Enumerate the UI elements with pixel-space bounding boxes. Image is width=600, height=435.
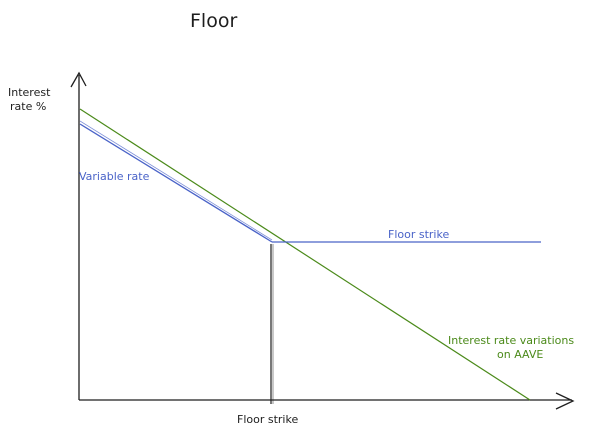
floor-strike-marker [270, 244, 274, 404]
aave-label-line1: Interest rate variations [448, 334, 574, 347]
variable-rate-line [79, 120, 541, 243]
variable-rate-label: Variable rate [79, 170, 150, 183]
floor-strike-line-label: Floor strike [388, 228, 449, 241]
aave-rate-line [79, 108, 531, 401]
x-tick-floor-strike: Floor strike [237, 413, 298, 426]
axes [70, 71, 575, 410]
y-axis-arrow [70, 71, 87, 88]
diagram-title: Floor [190, 10, 237, 32]
aave-label-line2: on AAVE [497, 348, 543, 361]
y-axis-label-line1: Interest [8, 86, 51, 99]
y-axis-label-line2: rate % [10, 100, 46, 113]
x-axis-arrow [555, 392, 575, 410]
